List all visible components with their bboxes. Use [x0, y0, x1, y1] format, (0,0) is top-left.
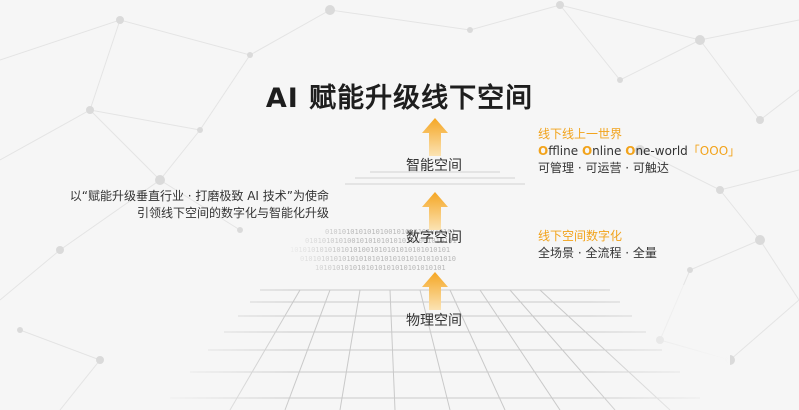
- mission-text: 以“赋能升级垂直行业 · 打磨极致 AI 技术”为使命 引领线下空间的数字化与智…: [70, 188, 329, 222]
- ooo-word-1: ffline: [548, 144, 582, 158]
- digital-annotation: 线下空间数字化 全场景 · 全流程 · 全量: [538, 228, 657, 262]
- page-title: AI 赋能升级线下空间: [265, 83, 534, 114]
- digital-desc: 全场景 · 全流程 · 全量: [538, 246, 657, 260]
- ooo-letter-1: O: [538, 144, 549, 158]
- up-arrow-icon: [422, 118, 448, 156]
- ooo-letter-2: O: [581, 144, 593, 158]
- ooo-word-2: nline: [592, 144, 626, 158]
- ooo-line: Offline Online One-world「OOO」: [538, 143, 740, 160]
- tier-label-physical: 物理空间: [406, 313, 462, 329]
- ooo-letter-3: O: [625, 144, 636, 158]
- ooo-tag: 「OOO」: [687, 144, 741, 158]
- smart-desc: 可管理 · 可运营 · 可触达: [538, 161, 669, 175]
- ooo-word-3: ne-world: [635, 144, 688, 158]
- tier-label-digital: 数字空间: [406, 230, 462, 246]
- tier-label-smart: 智能空间: [406, 158, 462, 174]
- digital-heading: 线下空间数字化: [538, 229, 623, 243]
- up-arrow-icon: [422, 192, 448, 230]
- smart-heading: 线下线上一世界: [538, 127, 623, 141]
- smart-annotation: 线下线上一世界 Offline Online One-world「OOO」 可管…: [538, 126, 740, 177]
- up-arrow-icon: [422, 272, 448, 310]
- mission-line-2: 引领线下空间的数字化与智能化升级: [136, 206, 329, 220]
- mission-line-1: 以“赋能升级垂直行业 · 打磨极致 AI 技术”为使命: [69, 189, 329, 203]
- smart-plane: [345, 171, 525, 185]
